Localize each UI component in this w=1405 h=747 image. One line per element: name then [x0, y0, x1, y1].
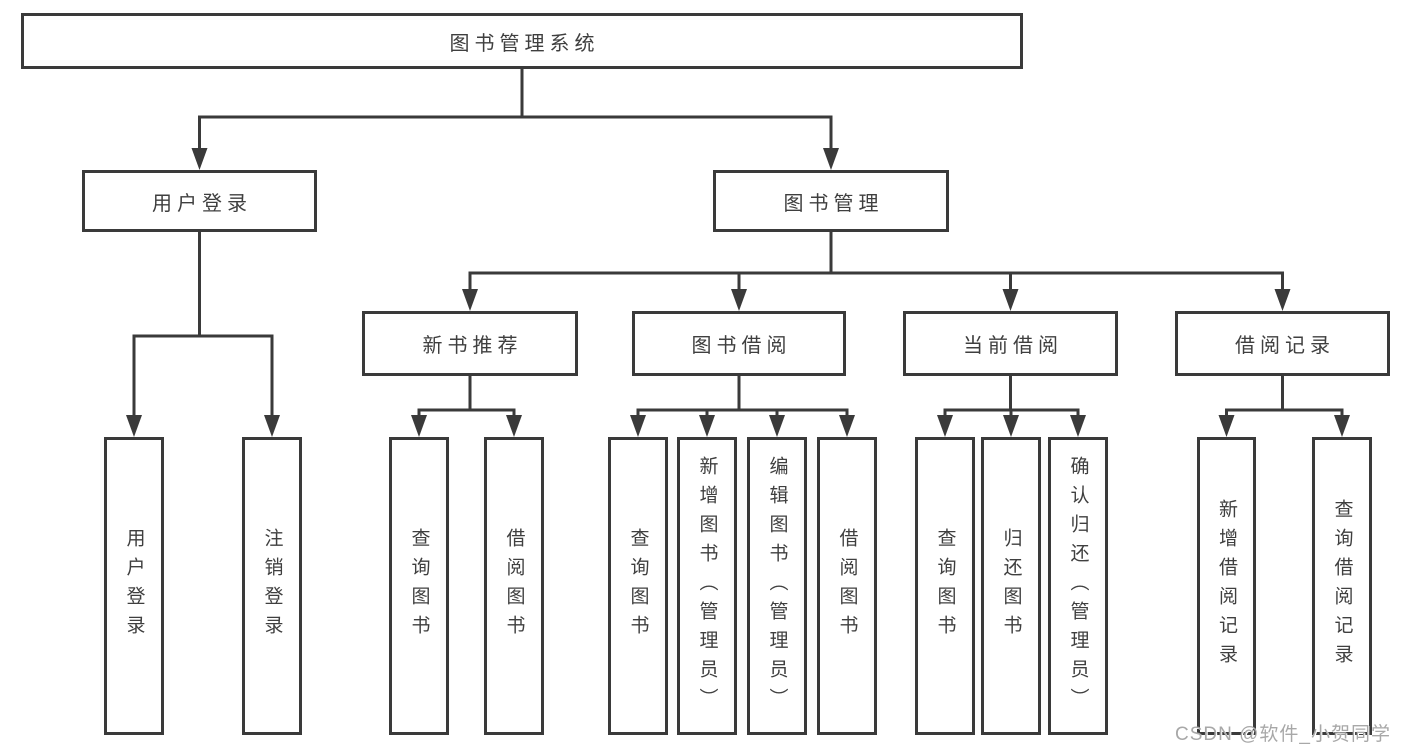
node-book-management-label: 图书管理	[783, 192, 884, 215]
node-current-borrowing: 当前借阅	[903, 311, 1118, 376]
node-root: 图书管理系统	[21, 13, 1023, 69]
arrow-down-icon	[937, 415, 953, 437]
node-book-management: 图书管理	[713, 170, 949, 232]
arrow-down-icon	[731, 289, 747, 311]
leaf-bb-edit-books-admin-label: 编辑图书（管理员）	[766, 455, 788, 717]
leaf-user-login-label: 用户登录	[123, 528, 145, 644]
node-borrowing-records-label: 借阅记录	[1235, 335, 1335, 357]
arrow-down-icon	[769, 415, 785, 437]
arrow-down-icon	[699, 415, 715, 437]
node-current-borrowing-label: 当前借阅	[963, 335, 1063, 357]
leaf-bb-add-books-admin-label: 新增图书（管理员）	[696, 455, 718, 717]
node-book-borrowing: 图书借阅	[632, 311, 846, 376]
arrow-down-icon	[1003, 415, 1019, 437]
arrow-down-icon	[1274, 289, 1291, 311]
leaf-cb-confirm-return-admin: 确认归还（管理员）	[1048, 437, 1108, 735]
leaf-cb-return-books: 归还图书	[981, 437, 1041, 735]
leaf-rec-query-record: 查询借阅记录	[1312, 437, 1372, 735]
arrow-down-icon	[191, 148, 208, 170]
arrow-down-icon	[506, 415, 522, 437]
leaf-cb-query-books: 查询图书	[915, 437, 975, 735]
node-user-login-label: 用户登录	[152, 192, 252, 215]
leaf-nb-query-books-label: 查询图书	[408, 528, 430, 644]
leaf-cb-query-books-label: 查询图书	[934, 528, 956, 644]
leaf-cb-return-books-label: 归还图书	[1000, 528, 1022, 644]
arrow-down-icon	[126, 415, 142, 437]
leaf-bb-query-books-label: 查询图书	[627, 528, 649, 644]
leaf-bb-borrow-books: 借阅图书	[817, 437, 877, 735]
arrow-down-icon	[1002, 289, 1019, 311]
arrow-down-icon	[1334, 415, 1350, 437]
leaf-rec-query-record-label: 查询借阅记录	[1331, 499, 1353, 673]
arrow-down-icon	[1218, 415, 1235, 437]
leaf-logout-login-label: 注销登录	[261, 528, 283, 644]
leaf-rec-add-record-label: 新增借阅记录	[1216, 499, 1237, 673]
leaf-bb-add-books-admin: 新增图书（管理员）	[677, 437, 737, 735]
leaf-logout-login: 注销登录	[242, 437, 302, 735]
leaf-bb-edit-books-admin: 编辑图书（管理员）	[747, 437, 807, 735]
node-new-book-recommend: 新书推荐	[362, 311, 578, 376]
leaf-nb-query-books: 查询图书	[389, 437, 449, 735]
leaf-nb-borrow-books-label: 借阅图书	[503, 528, 525, 644]
node-book-borrowing-label: 图书借阅	[691, 335, 792, 357]
node-root-label: 图书管理系统	[449, 32, 600, 55]
arrow-down-icon	[411, 415, 427, 437]
arrow-down-icon	[1070, 415, 1086, 437]
node-user-login: 用户登录	[82, 170, 317, 232]
leaf-bb-borrow-books-label: 借阅图书	[836, 528, 858, 644]
leaf-nb-borrow-books: 借阅图书	[484, 437, 544, 735]
leaf-bb-query-books: 查询图书	[608, 437, 668, 735]
leaf-rec-add-record: 新增借阅记录	[1197, 437, 1256, 735]
node-borrowing-records: 借阅记录	[1175, 311, 1390, 376]
arrow-down-icon	[462, 289, 478, 311]
arrow-down-icon	[823, 148, 839, 170]
node-new-book-recommend-label: 新书推荐	[422, 335, 523, 357]
arrow-down-icon	[264, 415, 280, 437]
watermark: CSDN @软件_小贺同学	[1175, 724, 1391, 745]
arrow-down-icon	[839, 415, 855, 437]
leaf-user-login: 用户登录	[104, 437, 164, 735]
leaf-cb-confirm-return-admin-label: 确认归还（管理员）	[1067, 455, 1089, 717]
arrow-down-icon	[630, 415, 646, 437]
